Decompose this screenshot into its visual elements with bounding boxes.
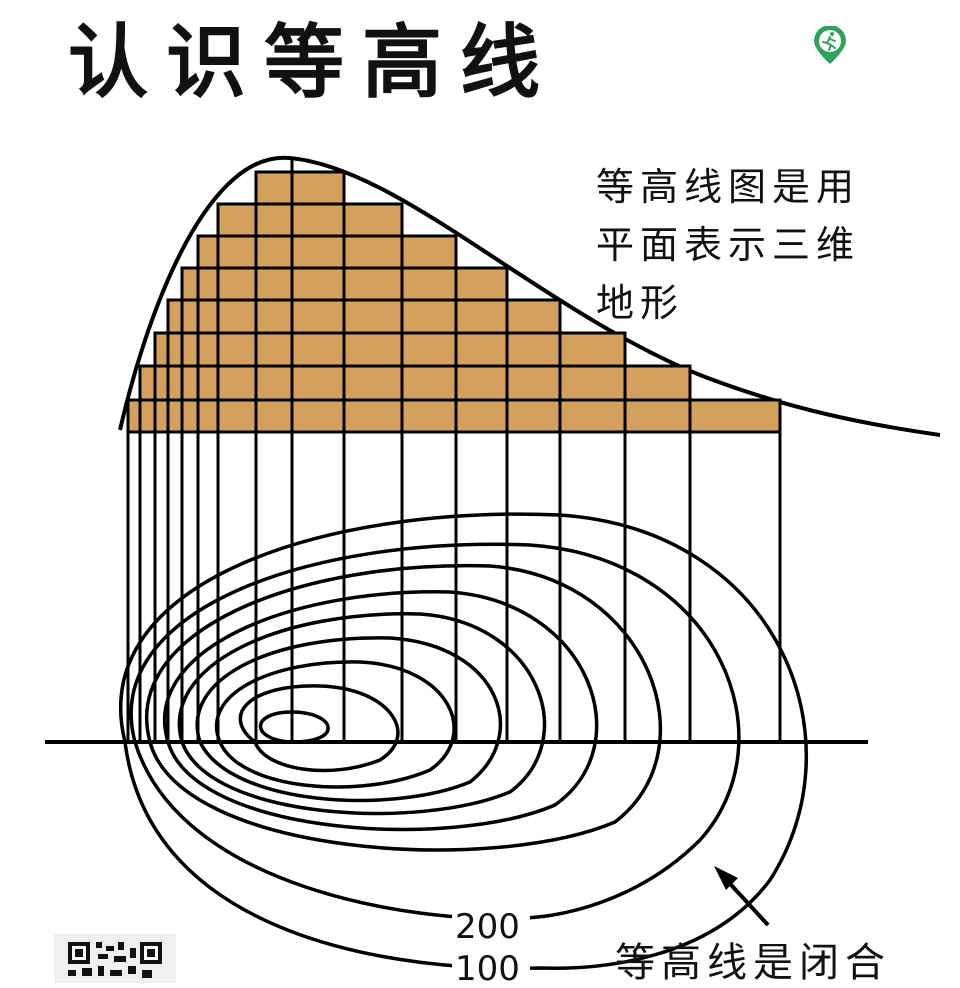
qr-code-icon (54, 934, 176, 983)
page-title: 认识等高线 (68, 15, 558, 109)
terrain-profile-outline (118, 155, 941, 437)
description-line-3: 地形 (596, 281, 685, 325)
description-line-1: 等高线图是用 (596, 165, 861, 209)
running-person-location-icon (814, 26, 846, 64)
layer-1 (126, 398, 782, 434)
layer-4 (166, 298, 562, 335)
contour-label-100: 100 (455, 949, 520, 983)
arrow-icon (714, 866, 770, 927)
layer-3 (153, 331, 627, 368)
layer-6 (196, 234, 458, 270)
contour-200 (129, 542, 741, 921)
contour-lines (118, 512, 809, 971)
contour-100 (118, 512, 809, 971)
closed-note: 等高线是闭合 (615, 940, 891, 986)
layer-7 (216, 202, 404, 238)
description-line-2: 平面表示三维 (596, 223, 861, 267)
description-text: 等高线图是用 平面表示三维 地形 (596, 158, 916, 332)
layer-8 (254, 170, 346, 206)
contour-label-200: 200 (455, 907, 520, 947)
layer-2 (138, 364, 692, 402)
